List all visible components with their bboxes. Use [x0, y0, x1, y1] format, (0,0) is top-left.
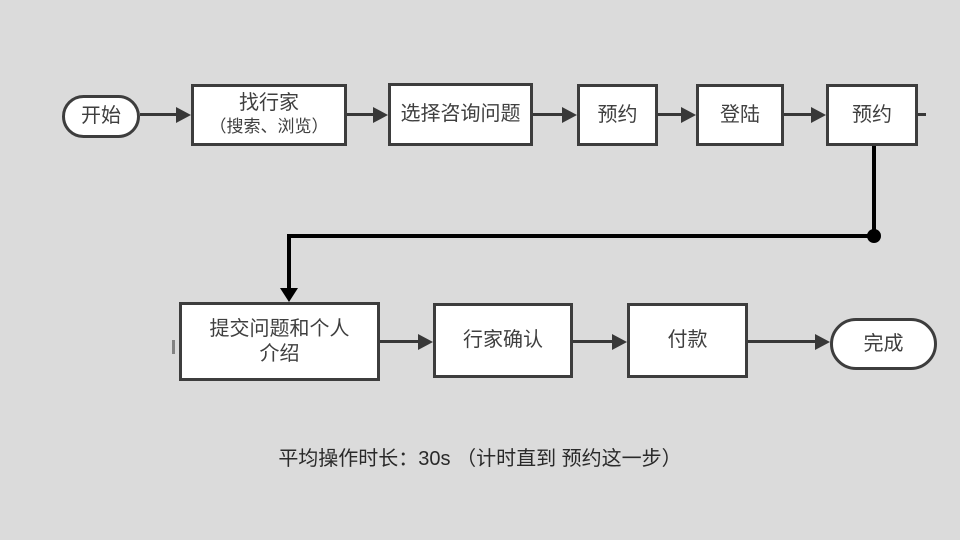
- arrow-line: [748, 340, 816, 343]
- node-label: 开始: [81, 105, 121, 127]
- node-sublabel: （搜索、浏览）: [209, 117, 329, 137]
- flow-node-done: 完成: [830, 318, 937, 370]
- flow-node-book-2: 预约: [826, 84, 918, 146]
- arrow-head-icon: [612, 334, 627, 350]
- flow-node-book-1: 预约: [577, 84, 658, 146]
- node-sublabel: 介绍: [259, 342, 300, 365]
- node-label: 付款: [667, 329, 708, 351]
- flow-node-pay: 付款: [627, 303, 748, 378]
- arrow-head-icon: [373, 107, 388, 123]
- elbow-connector-vertical: [287, 234, 291, 288]
- arrow-head-icon: [811, 107, 826, 123]
- flow-node-start: 开始: [62, 95, 140, 138]
- node-label: 提交问题和个人: [209, 317, 350, 340]
- elbow-connector-vertical: [872, 146, 876, 236]
- arrow-head-icon: [176, 107, 191, 123]
- arrow-line: [347, 113, 374, 116]
- flow-node-find-expert: 找行家 （搜索、浏览）: [191, 84, 347, 146]
- node-label: 选择咨询问题: [400, 103, 521, 125]
- node-label: 完成: [863, 332, 904, 355]
- flow-node-expert-confirm: 行家确认: [433, 303, 573, 378]
- arrow-line: [380, 340, 419, 343]
- arrow-line: [784, 113, 812, 116]
- node-label: 预约: [597, 103, 638, 126]
- arrow-line: [658, 113, 682, 116]
- connector-stub: [172, 340, 175, 354]
- arrow-head-icon: [815, 334, 830, 350]
- flow-node-choose-question: 选择咨询问题: [388, 83, 533, 146]
- arrow-line: [533, 113, 563, 116]
- connector-stub: [918, 113, 926, 116]
- node-label: 行家确认: [463, 329, 543, 351]
- node-label: 找行家: [239, 92, 299, 115]
- elbow-junction-dot: [867, 229, 881, 243]
- node-label: 登陆: [720, 103, 760, 126]
- arrow-line: [573, 340, 613, 343]
- flow-node-submit-question: 提交问题和个人 介绍: [179, 302, 380, 381]
- node-label: 预约: [852, 103, 892, 126]
- arrow-head-icon: [418, 334, 433, 350]
- caption-text: 平均操作时长：30s （计时直到 预约这一步）: [278, 448, 682, 470]
- elbow-connector-horizontal: [287, 234, 874, 238]
- arrow-line: [140, 113, 177, 116]
- flow-node-login: 登陆: [696, 84, 784, 146]
- arrow-head-down-icon: [280, 288, 298, 302]
- arrow-head-icon: [681, 107, 696, 123]
- arrow-head-icon: [562, 107, 577, 123]
